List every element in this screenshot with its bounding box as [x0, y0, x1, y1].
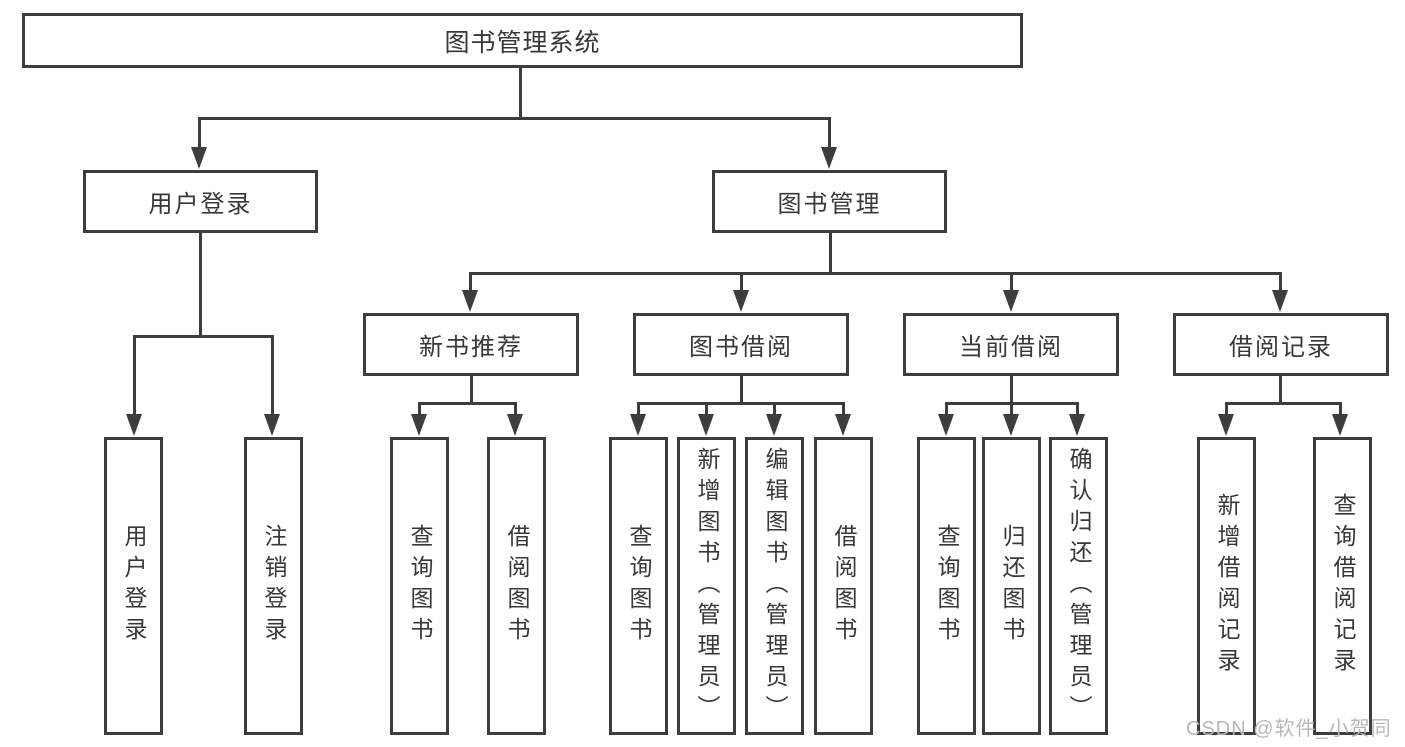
- node-label: 确认归还（管理员）: [1066, 446, 1092, 726]
- connector-line: [1279, 272, 1282, 292]
- connector-line: [1279, 376, 1282, 404]
- node-leaf-confirm-return-admin: 确认归还（管理员）: [1049, 437, 1108, 735]
- connector-line: [828, 117, 831, 147]
- connector-line: [469, 272, 1282, 275]
- node-leaf-user-login: 用户登录: [104, 437, 163, 735]
- node-borrowing-records: 借阅记录: [1173, 313, 1389, 376]
- connector-line: [1010, 376, 1013, 404]
- arrowhead-down-icon: [411, 414, 427, 436]
- connector-line: [740, 272, 743, 292]
- node-leaf-borrow-books-2: 借阅图书: [814, 437, 873, 735]
- node-leaf-query-books-1: 查询图书: [390, 437, 449, 735]
- node-user-login: 用户登录: [83, 170, 318, 233]
- connector-line: [133, 335, 136, 414]
- node-leaf-query-books-3: 查询图书: [917, 437, 976, 735]
- connector-line: [637, 402, 845, 405]
- node-leaf-borrow-books-1: 借阅图书: [487, 437, 546, 735]
- connector-line: [469, 272, 472, 292]
- node-label: 查询图书: [407, 524, 433, 648]
- arrowhead-down-icon: [766, 414, 782, 436]
- node-label: 注销登录: [261, 524, 287, 648]
- connector-line: [637, 402, 640, 415]
- node-leaf-logout: 注销登录: [244, 437, 303, 735]
- connector-line: [271, 335, 274, 414]
- connector-line: [1076, 402, 1079, 415]
- connector-line: [1010, 402, 1013, 415]
- connector-line: [519, 68, 522, 118]
- connector-line: [514, 402, 517, 415]
- connector-line: [133, 335, 273, 338]
- connector-line: [773, 402, 776, 415]
- arrowhead-down-icon: [821, 147, 837, 169]
- arrowhead-down-icon: [1272, 290, 1288, 312]
- node-label: 当前借阅: [959, 334, 1063, 361]
- node-book-borrowing: 图书借阅: [633, 313, 849, 376]
- node-label: 借阅记录: [1229, 334, 1333, 361]
- arrowhead-down-icon: [630, 414, 646, 436]
- connector-line: [198, 117, 201, 147]
- node-leaf-add-borrow-record: 新增借阅记录: [1197, 437, 1256, 735]
- arrowhead-down-icon: [733, 290, 749, 312]
- connector-line: [842, 402, 845, 415]
- node-label: 新增借阅记录: [1214, 493, 1240, 679]
- node-label: 查询借阅记录: [1330, 493, 1356, 679]
- arrowhead-down-icon: [1069, 414, 1085, 436]
- connector-line: [945, 402, 948, 415]
- node-new-book-recommend: 新书推荐: [363, 313, 579, 376]
- connector-line: [198, 117, 831, 120]
- node-label: 图书管理系统: [444, 28, 601, 57]
- node-label: 归还图书: [999, 524, 1025, 648]
- node-current-borrowing: 当前借阅: [903, 313, 1119, 376]
- arrowhead-down-icon: [191, 147, 207, 169]
- node-leaf-return-books: 归还图书: [982, 437, 1041, 735]
- connector-line: [1225, 402, 1342, 405]
- node-label: 编辑图书（管理员）: [762, 446, 788, 726]
- node-book-management: 图书管理: [712, 170, 947, 233]
- node-label: 查询图书: [934, 524, 960, 648]
- connector-line: [829, 233, 832, 274]
- arrowhead-down-icon: [938, 414, 954, 436]
- csdn-watermark: CSDN @软件_小贺同学: [1186, 718, 1392, 740]
- arrowhead-down-icon: [126, 414, 142, 436]
- node-label: 借阅图书: [504, 524, 530, 648]
- arrowhead-down-icon: [462, 290, 478, 312]
- connector-line: [470, 376, 473, 404]
- node-root-library-system: 图书管理系统: [22, 13, 1023, 68]
- arrowhead-down-icon: [507, 414, 523, 436]
- connector-line: [1010, 272, 1013, 292]
- node-label: 查询图书: [626, 524, 652, 648]
- connector-line: [705, 402, 708, 415]
- connector-line: [418, 402, 517, 405]
- node-label: 用户登录: [121, 524, 147, 648]
- node-label: 新增图书（管理员）: [694, 446, 720, 726]
- connector-line: [1339, 402, 1342, 415]
- node-label: 用户登录: [148, 191, 253, 218]
- arrowhead-down-icon: [264, 414, 280, 436]
- arrowhead-down-icon: [1003, 290, 1019, 312]
- connector-line: [418, 402, 421, 415]
- node-leaf-query-borrow-record: 查询借阅记录: [1313, 437, 1372, 735]
- node-leaf-query-books-2: 查询图书: [609, 437, 668, 735]
- connector-line: [1225, 402, 1228, 415]
- node-label: 图书管理: [777, 191, 882, 218]
- node-label: 图书借阅: [689, 334, 793, 361]
- node-label: 借阅图书: [831, 524, 857, 648]
- arrowhead-down-icon: [1003, 414, 1019, 436]
- arrowhead-down-icon: [835, 414, 851, 436]
- arrowhead-down-icon: [1218, 414, 1234, 436]
- node-leaf-add-book-admin: 新增图书（管理员）: [677, 437, 736, 735]
- node-leaf-edit-book-admin: 编辑图书（管理员）: [745, 437, 804, 735]
- arrowhead-down-icon: [698, 414, 714, 436]
- node-label: 新书推荐: [419, 334, 523, 361]
- arrowhead-down-icon: [1332, 414, 1348, 436]
- connector-line: [740, 376, 743, 404]
- connector-line: [199, 233, 202, 337]
